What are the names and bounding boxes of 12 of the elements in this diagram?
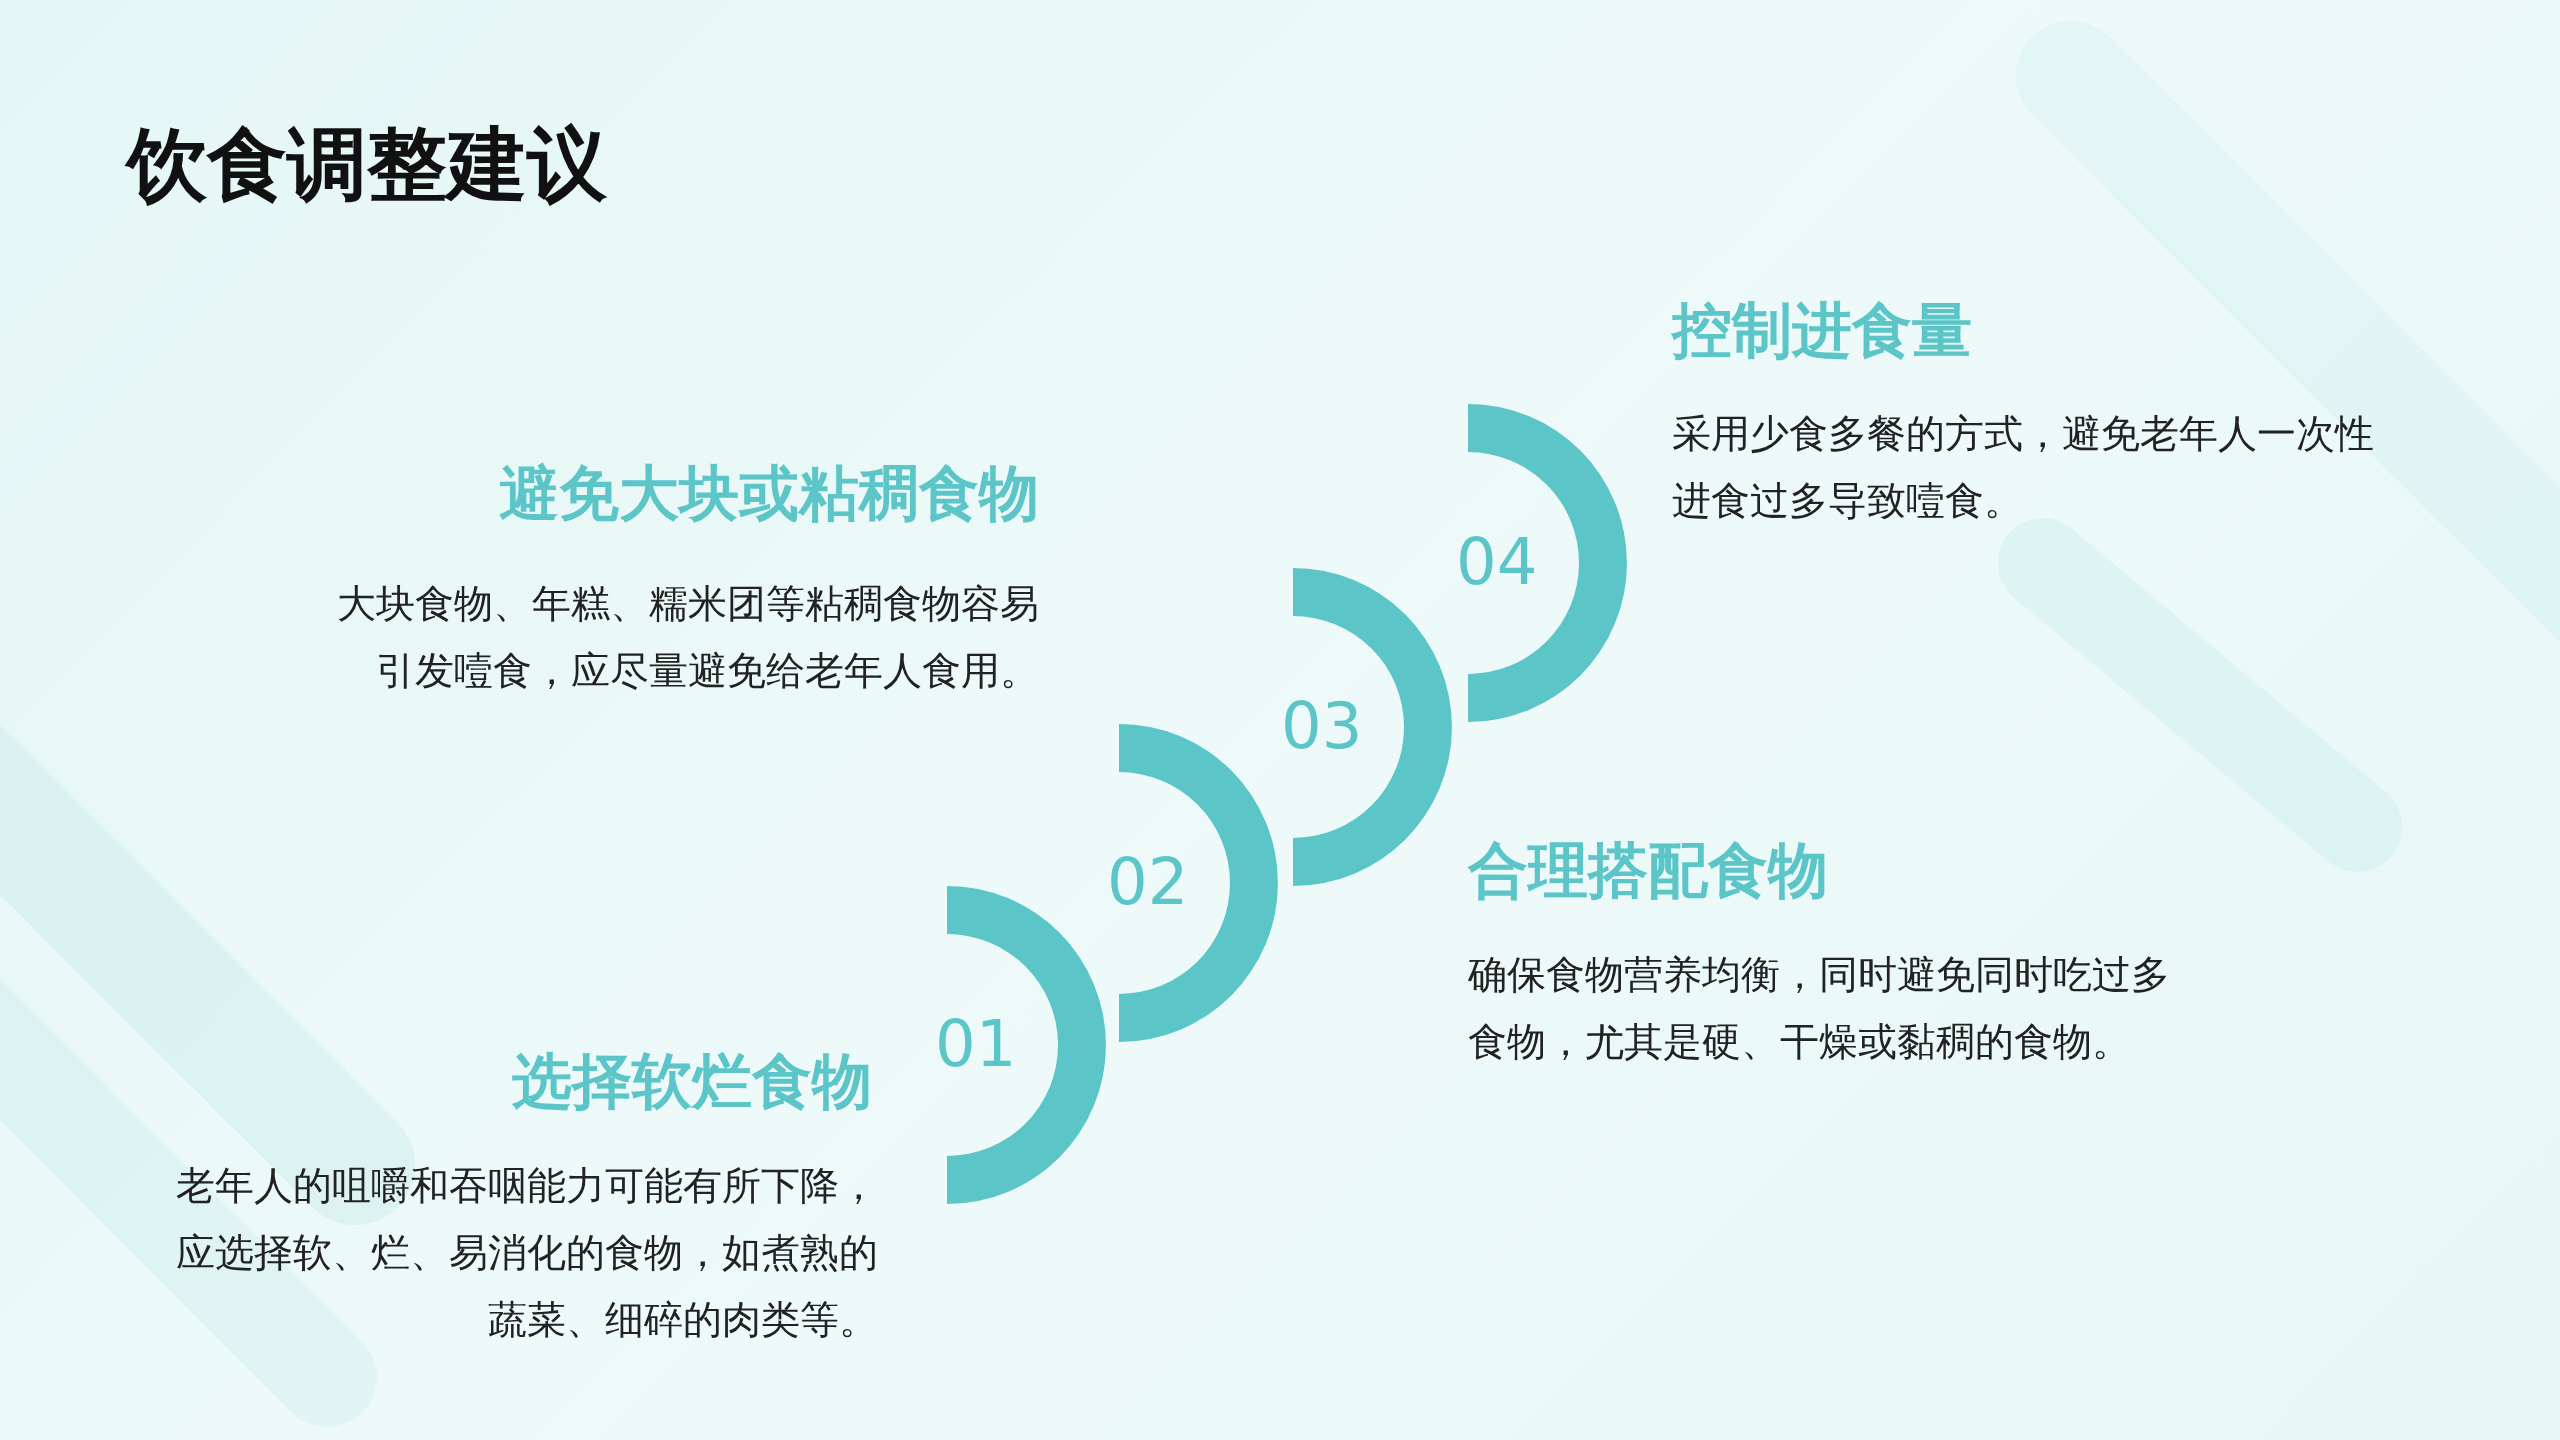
step-number: 02 — [1107, 847, 1189, 917]
description-text: 大块食物、年糕、糯米团等粘稠食物容易引发噎食，应尽量避免给老年人食用。 — [336, 580, 1039, 695]
section-heading: 合理搭配食物 — [1468, 834, 1828, 907]
step-number: 04 — [1456, 527, 1538, 597]
step-number: 03 — [1281, 691, 1363, 761]
description-text: 老年人的咀嚼和吞咽能力可能有所下降，应选择软、烂、易消化的食物，如煮熟的蔬菜、细碎的肉类等。 — [175, 1162, 878, 1344]
description-text: 采用少食多餐的方式，避免老年人一次性进食过多导致噎食。 — [1672, 410, 2375, 525]
description-text: 确保食物营养均衡，同时避免同时吃过多食物，尤其是硬、干燥或黏稠的食物。 — [1468, 951, 2171, 1066]
section-heading: 选择软烂食物 — [512, 1045, 872, 1118]
section-heading: 避免大块或粘稠食物 — [499, 457, 1039, 530]
section-heading: 控制进食量 — [1672, 294, 1972, 367]
step-number: 01 — [935, 1009, 1017, 1079]
